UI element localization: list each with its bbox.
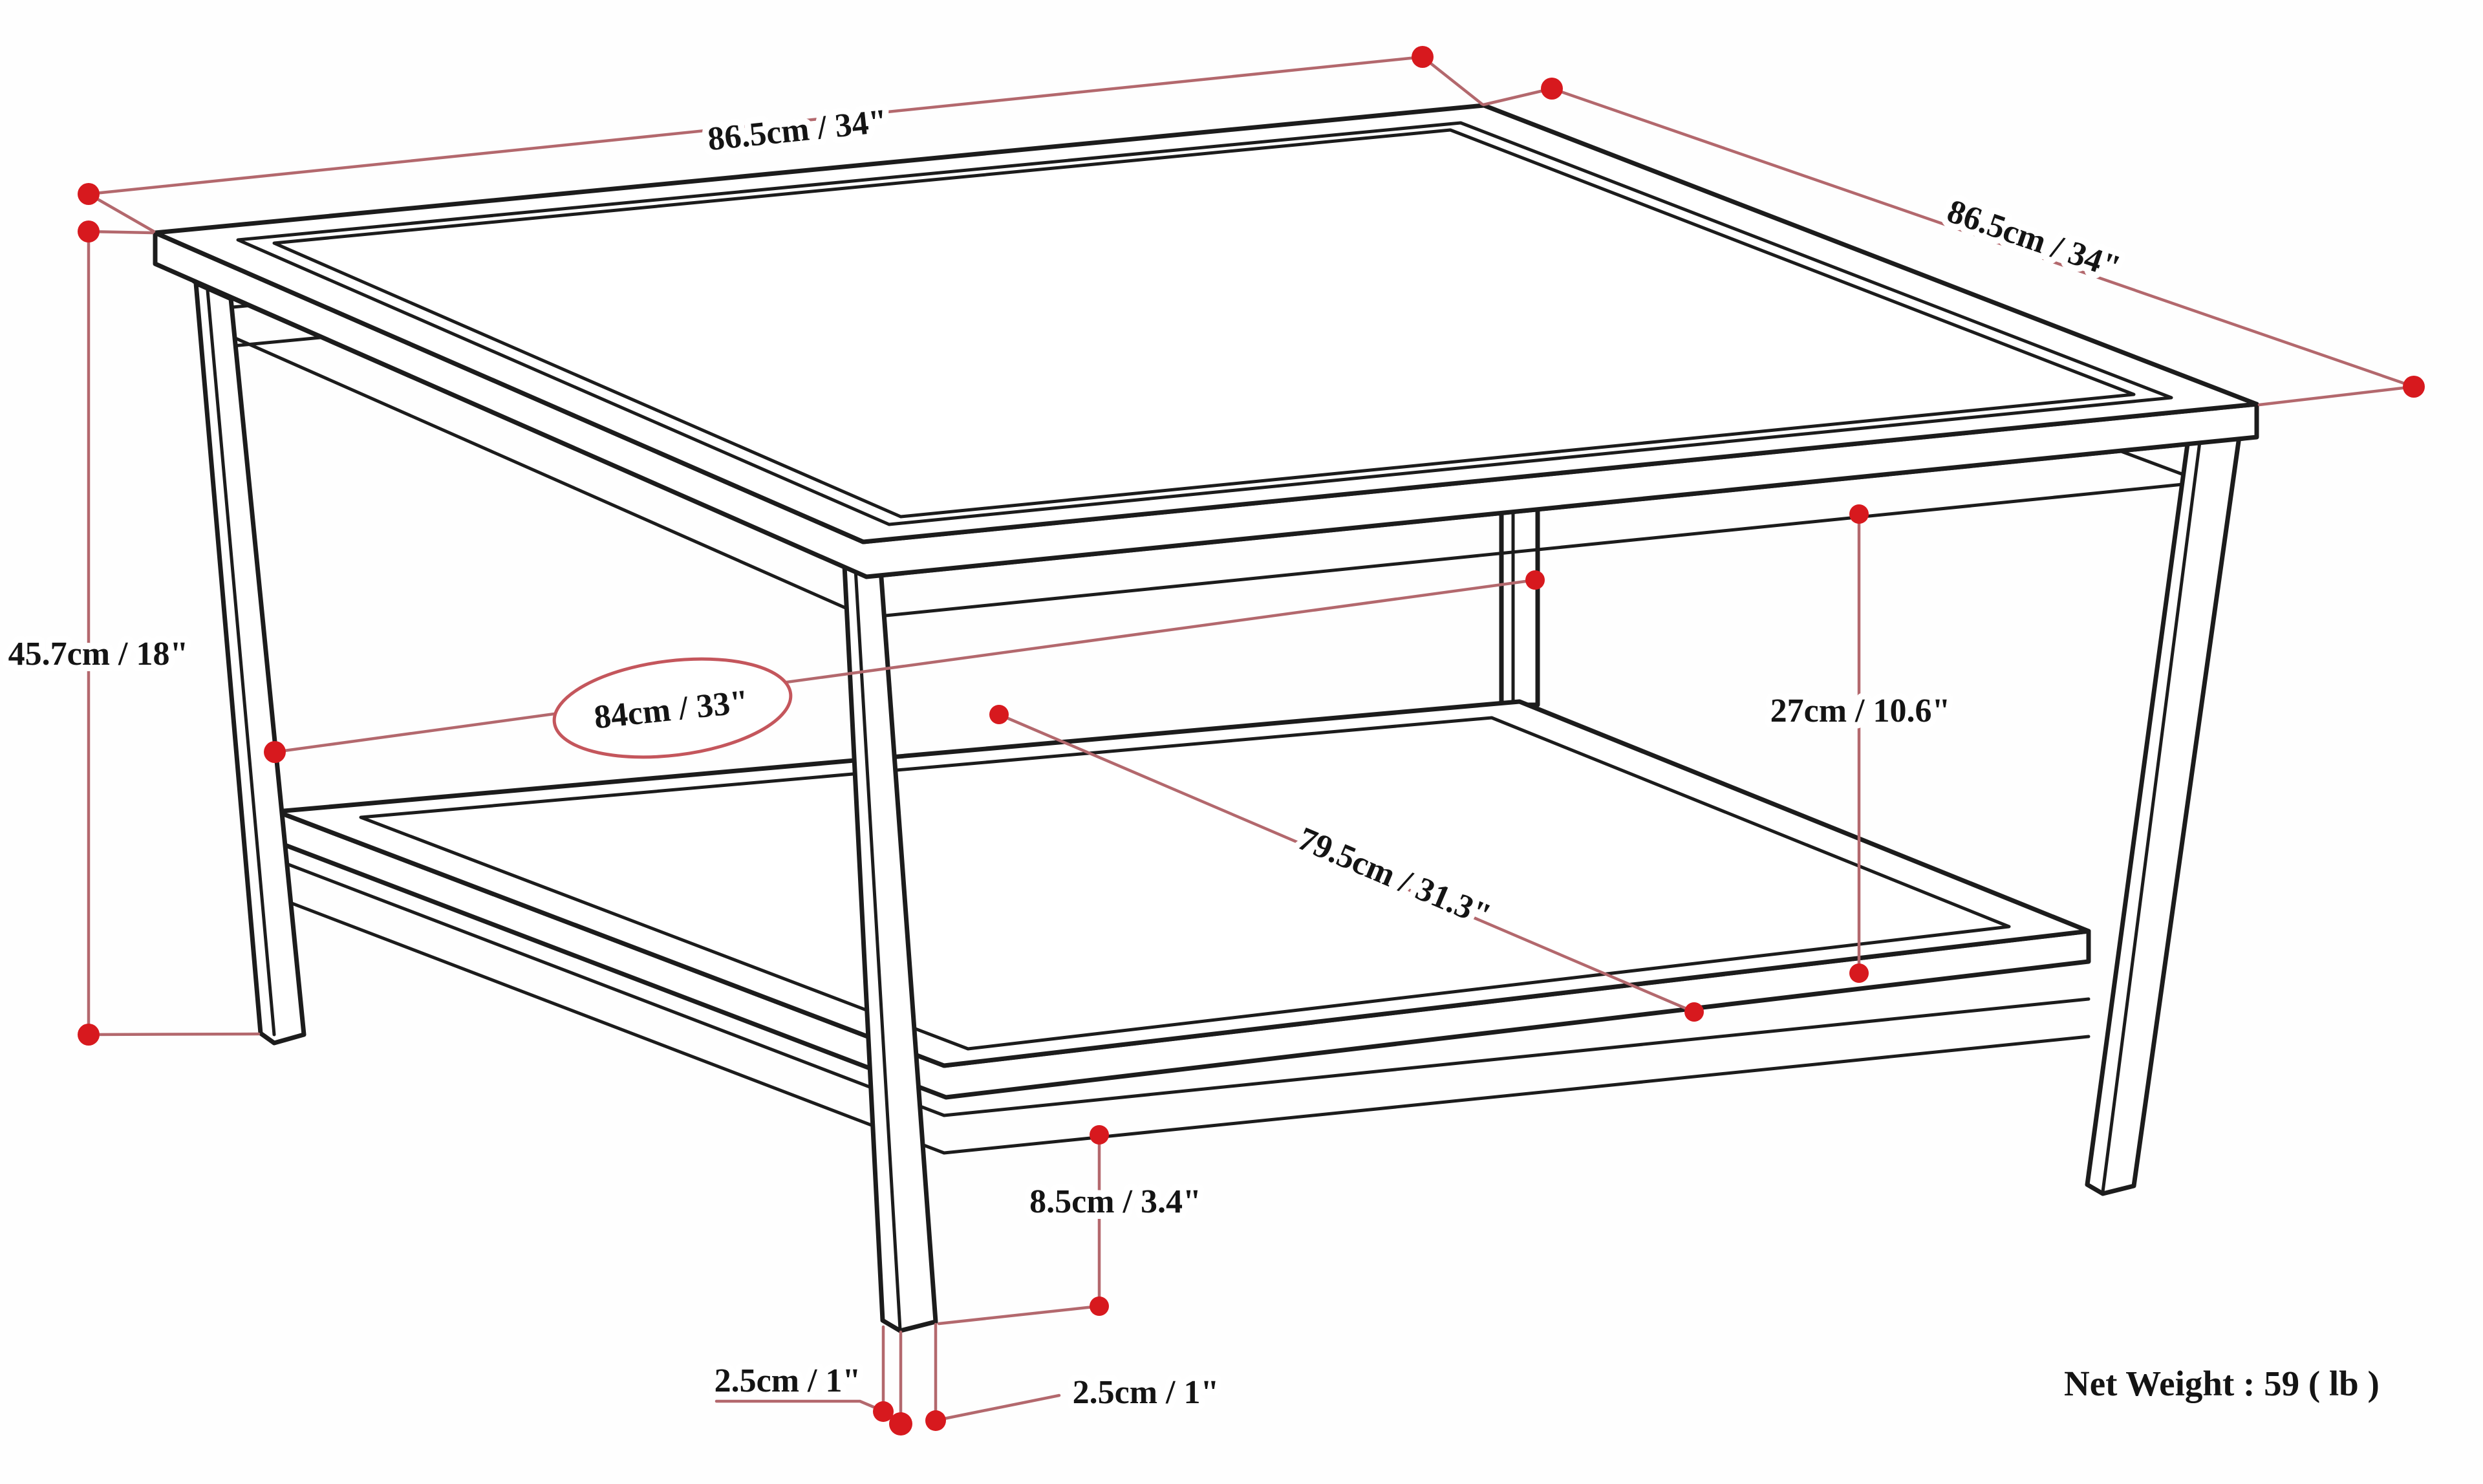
dim-label-height: 45.7cm / 18" [8,636,189,672]
left-leg [193,281,306,1046]
net-weight-label: Net Weight : 59 ( lb ) [2064,1364,2380,1403]
dim-label-rail-to-floor: 8.5cm / 3.4" [1029,1183,1201,1220]
dimension-endpoint-dots [78,46,2425,1436]
dim-label-shelf-clearance: 27cm / 10.6" [1770,693,1951,729]
tabletop [153,103,2259,579]
lower-shelf [274,699,2091,1155]
dim-label-top-width: 86.5cm / 34" [706,103,889,158]
inner-width-callout-ellipse [552,657,793,759]
right-leg [2085,408,2245,1196]
dimension-lines [87,55,2416,1426]
dim-label-top-depth: 86.5cm / 34" [1942,193,2125,286]
dim-label-leg-thickness-right: 2.5cm / 1" [1073,1374,1220,1411]
dim-label-leg-thickness-left: 2.5cm / 1" [715,1362,861,1399]
